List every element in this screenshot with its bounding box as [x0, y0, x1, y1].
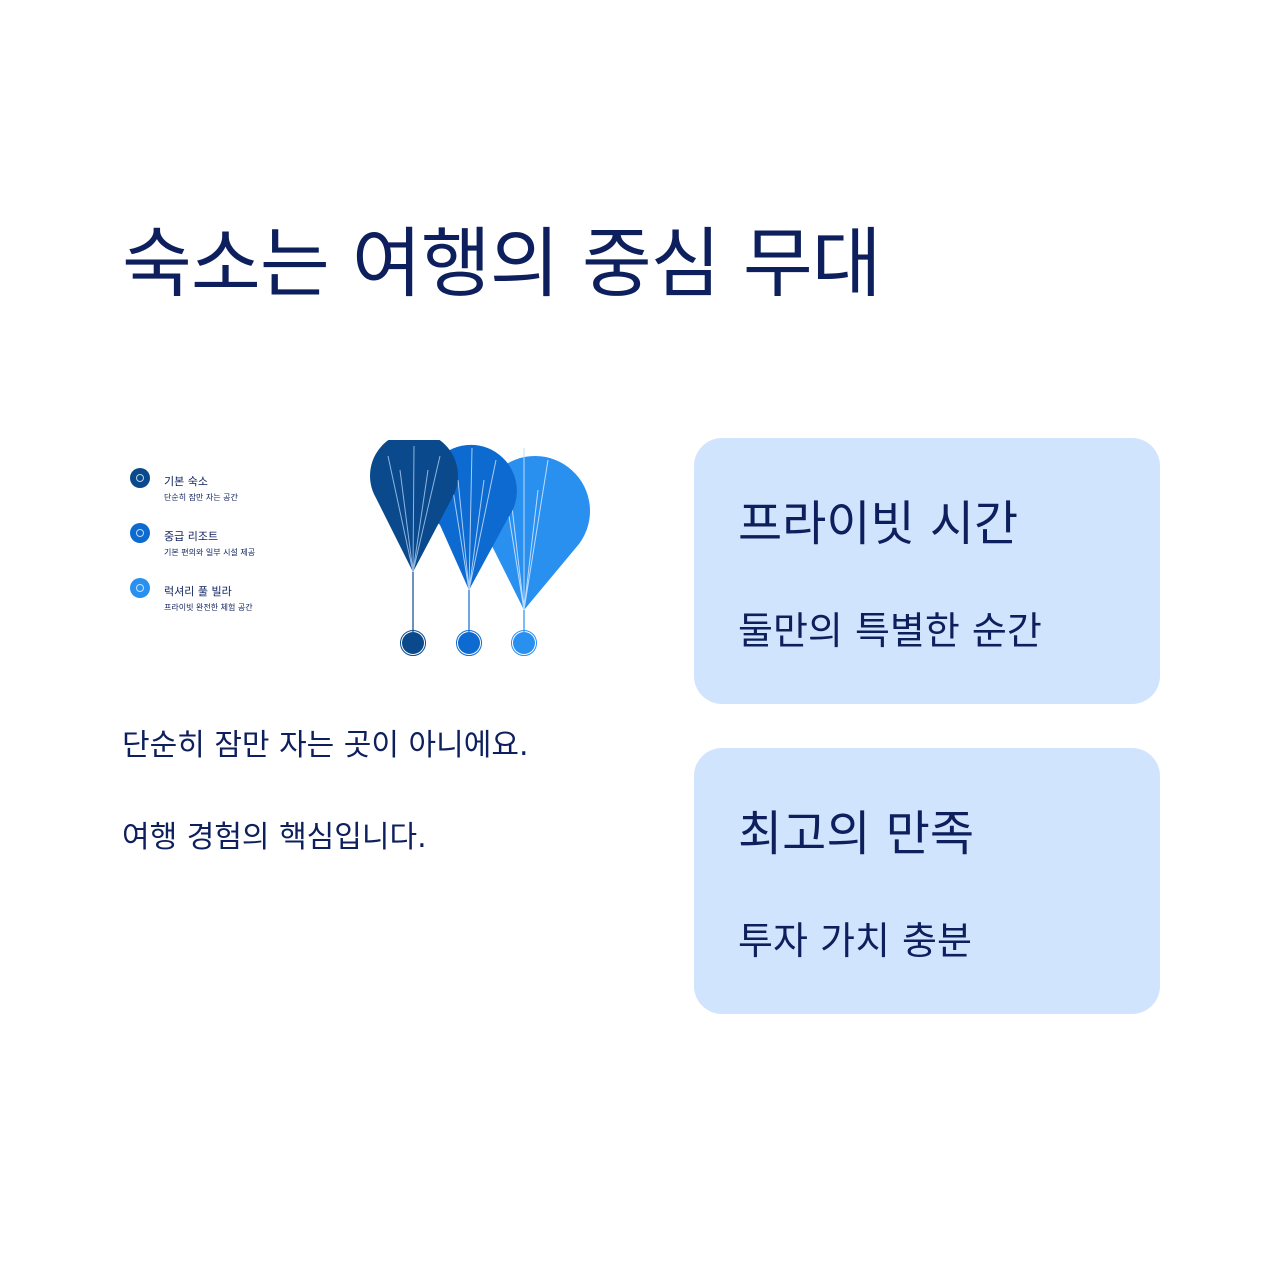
- legend-desc: 단순히 잠만 자는 공간: [164, 493, 238, 502]
- card-title: 프라이빗 시간: [738, 496, 1019, 552]
- balloon-dark-icon: [370, 440, 458, 656]
- description-line-1: 단순히 잠만 자는 곳이 아니에요.: [122, 728, 529, 763]
- legend-dot-icon: [130, 523, 150, 543]
- card-best-satisfaction: 최고의 만족 투자 가치 충분: [694, 748, 1160, 1014]
- legend-name: 중급 리조트: [164, 530, 219, 543]
- legend-name: 기본 숙소: [164, 475, 208, 488]
- page-title: 숙소는 여행의 중심 무대: [122, 219, 882, 308]
- legend-desc: 기본 편의와 일부 시설 제공: [164, 548, 256, 557]
- legend-desc: 프라이빗 완전한 체험 공간: [164, 603, 253, 612]
- legend-dot-icon: [130, 578, 150, 598]
- balloon-illustration: [370, 440, 590, 656]
- description-line-2: 여행 경험의 핵심입니다.: [122, 820, 427, 855]
- legend-name: 럭셔리 풀 빌라: [164, 585, 232, 598]
- card-subtitle: 투자 가치 충분: [738, 919, 972, 963]
- card-title: 최고의 만족: [738, 806, 975, 862]
- legend-dot-icon: [130, 468, 150, 488]
- card-private-time: 프라이빗 시간 둘만의 특별한 순간: [694, 438, 1160, 704]
- card-subtitle: 둘만의 특별한 순간: [738, 609, 1042, 653]
